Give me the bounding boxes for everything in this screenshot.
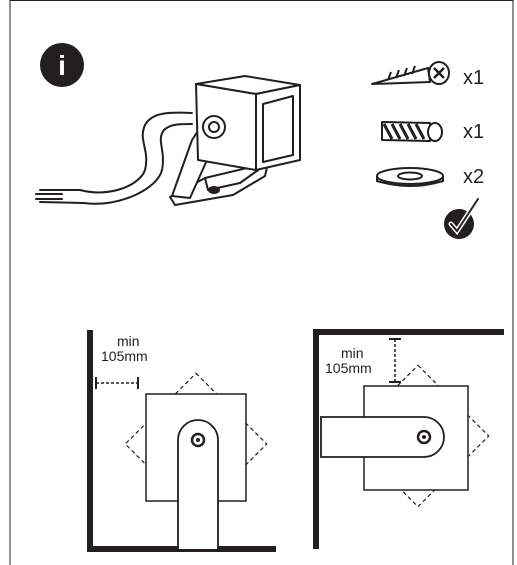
- info-icon: [40, 43, 84, 87]
- washer-quantity: x2: [463, 166, 484, 188]
- left-dimension-line: [95, 377, 139, 389]
- wall-plug-quantity: x1: [463, 121, 484, 143]
- right-clearance-diagram: min 105mm: [313, 329, 504, 549]
- screw-icon: [371, 61, 450, 85]
- right-dimension-line: [389, 338, 401, 383]
- left-min-label: min: [117, 333, 140, 349]
- left-distance-label: 105mm: [101, 348, 148, 364]
- left-clearance-diagram: min 105mm: [87, 330, 276, 552]
- checkmark-icon: [444, 196, 481, 239]
- washer-icon: [376, 167, 444, 187]
- right-mount-arm: [320, 416, 445, 458]
- camera-illustration: [35, 75, 301, 206]
- wall-plug-icon: [381, 121, 443, 142]
- info-badge: i: [40, 43, 84, 87]
- right-distance-label: 105mm: [325, 360, 372, 376]
- left-mount-arm: [177, 419, 219, 549]
- cable: [35, 111, 193, 205]
- right-min-label: min: [341, 345, 364, 361]
- page-border: [9, 0, 514, 565]
- left-screw-icon: [190, 432, 206, 448]
- mount-base: [169, 162, 269, 206]
- parts-list: x1 x1 x2: [371, 61, 484, 239]
- right-screw-icon: [416, 429, 432, 445]
- camera-housing: [195, 75, 301, 171]
- info-glyph: i: [58, 50, 66, 81]
- screw-quantity: x1: [463, 67, 484, 89]
- right-wall: [313, 329, 504, 549]
